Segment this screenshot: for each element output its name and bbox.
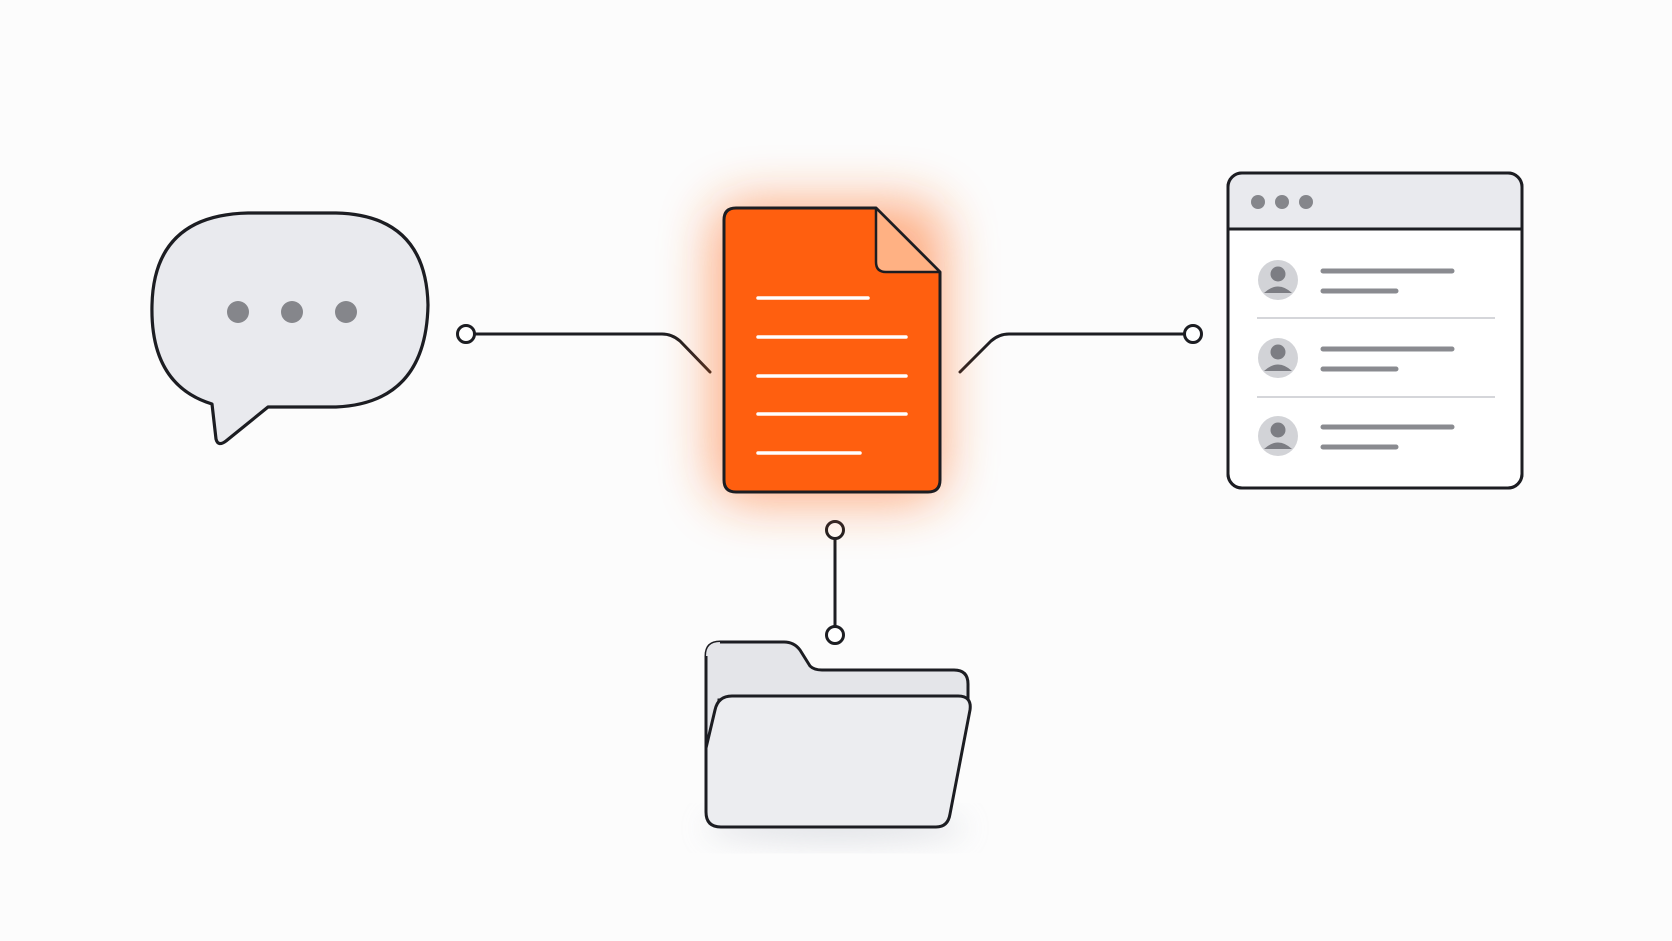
connector-document-to-browser <box>958 324 1203 374</box>
chat-bubble-icon <box>150 211 430 446</box>
window-control-dot <box>1251 195 1265 209</box>
connector-endpoint <box>825 520 845 540</box>
connector-document-to-folder <box>825 520 845 645</box>
connector-endpoint <box>825 625 845 645</box>
document-text-lines <box>756 296 908 455</box>
browser-window-icon <box>1226 171 1524 490</box>
window-control-dot <box>1275 195 1289 209</box>
avatar-icon <box>1258 338 1298 378</box>
avatar-icon <box>1258 260 1298 300</box>
browser-titlebar <box>1229 174 1521 229</box>
typing-dot <box>335 301 357 323</box>
window-control-dot <box>1299 195 1313 209</box>
connector-endpoint <box>456 324 476 344</box>
list-item <box>1258 416 1455 456</box>
document-icon <box>712 202 944 502</box>
typing-dot <box>227 301 249 323</box>
folder-icon <box>704 640 972 842</box>
connector-chat-to-document <box>456 324 712 374</box>
folder-back <box>704 640 970 702</box>
folder-front <box>704 656 972 829</box>
typing-dot <box>281 301 303 323</box>
document-fold <box>874 206 942 274</box>
list-item <box>1258 338 1455 378</box>
connector-endpoint <box>1183 324 1203 344</box>
avatar-icon <box>1258 416 1298 456</box>
list-item <box>1258 260 1455 300</box>
